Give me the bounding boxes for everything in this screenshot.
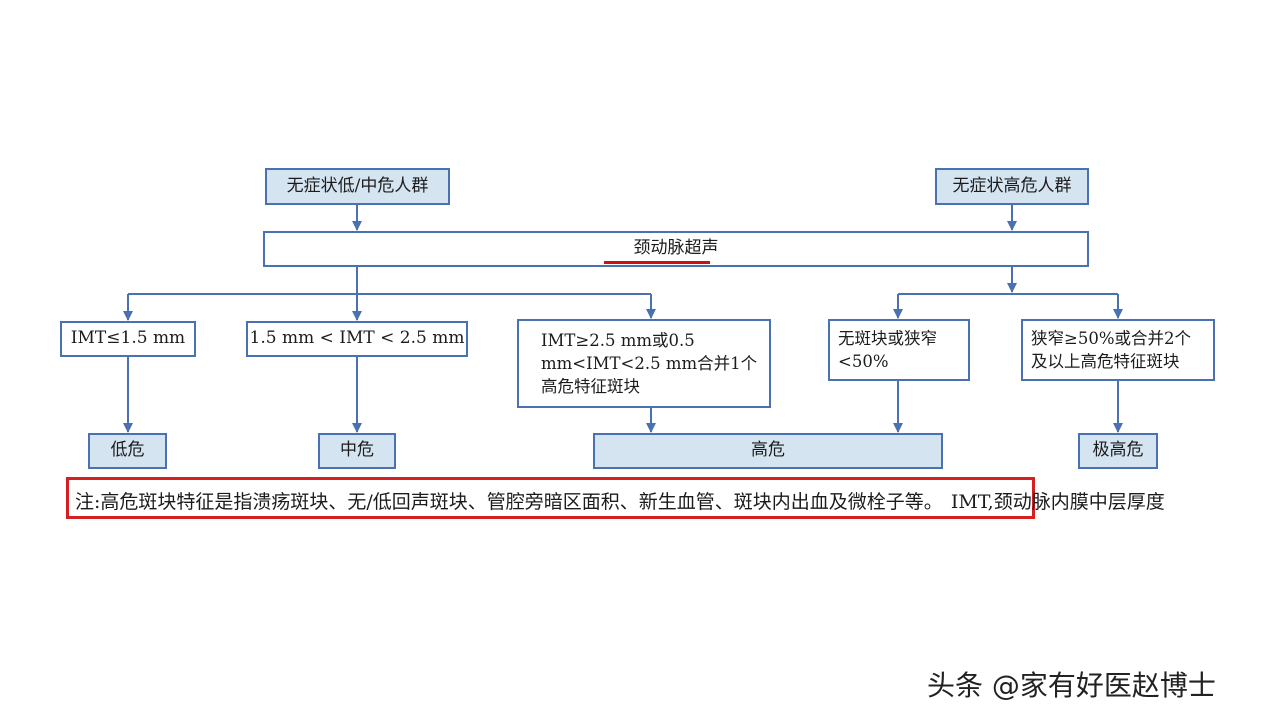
ultrasound-red-underline <box>604 261 710 264</box>
node-imt-low-label: IMT≤1.5 mm <box>70 328 186 349</box>
node-stenosis: 狭窄≥50%或合并2个及以上高危特征斑块 <box>1021 319 1215 381</box>
node-very-high-risk-label: 极高危 <box>1092 440 1144 461</box>
node-imt-high-label: IMT≥2.5 mm或0.5 mm<IMT<2.5 mm合并1个高危特征斑块 <box>541 330 758 397</box>
watermark: 头条 @家有好医赵博士 <box>927 669 1216 702</box>
node-mid-risk: 中危 <box>318 433 396 469</box>
node-imt-mid-label: 1.5 mm < IMT < 2.5 mm <box>249 328 465 349</box>
footnote-rest-text: IMT,颈动脉内膜中层厚度 <box>950 491 1165 513</box>
note-highlight-frame <box>66 477 1035 519</box>
node-stenosis-label: 狭窄≥50%或合并2个及以上高危特征斑块 <box>1031 328 1191 371</box>
node-low-risk-label: 低危 <box>110 440 145 461</box>
node-asymptomatic-low-mid-label: 无症状低/中危人群 <box>286 175 429 196</box>
node-imt-high: IMT≥2.5 mm或0.5 mm<IMT<2.5 mm合并1个高危特征斑块 <box>517 319 771 408</box>
node-high-risk: 高危 <box>593 433 943 469</box>
node-imt-low: IMT≤1.5 mm <box>60 321 196 357</box>
node-high-risk-label: 高危 <box>751 440 785 461</box>
node-asymptomatic-high-label: 无症状高危人群 <box>952 175 1072 196</box>
node-carotid-ultrasound-label: 颈动脉超声 <box>633 238 719 259</box>
node-very-high-risk: 极高危 <box>1078 433 1158 469</box>
node-low-risk: 低危 <box>88 433 167 469</box>
node-asymptomatic-low-mid: 无症状低/中危人群 <box>265 168 450 205</box>
node-no-plaque: 无斑块或狭窄<50% <box>828 319 970 381</box>
footnote: 注:高危斑块特征是指溃疡斑块、无/低回声斑块、管腔旁暗区面积、新生血管、斑块内出… <box>75 484 1215 520</box>
node-no-plaque-label: 无斑块或狭窄<50% <box>838 328 937 371</box>
node-mid-risk-label: 中危 <box>340 440 374 461</box>
node-imt-mid: 1.5 mm < IMT < 2.5 mm <box>246 321 468 357</box>
footnote-highlighted-text: 注:高危斑块特征是指溃疡斑块、无/低回声斑块、管腔旁暗区面积、新生血管、斑块内出… <box>75 491 943 513</box>
node-asymptomatic-high: 无症状高危人群 <box>935 168 1089 205</box>
